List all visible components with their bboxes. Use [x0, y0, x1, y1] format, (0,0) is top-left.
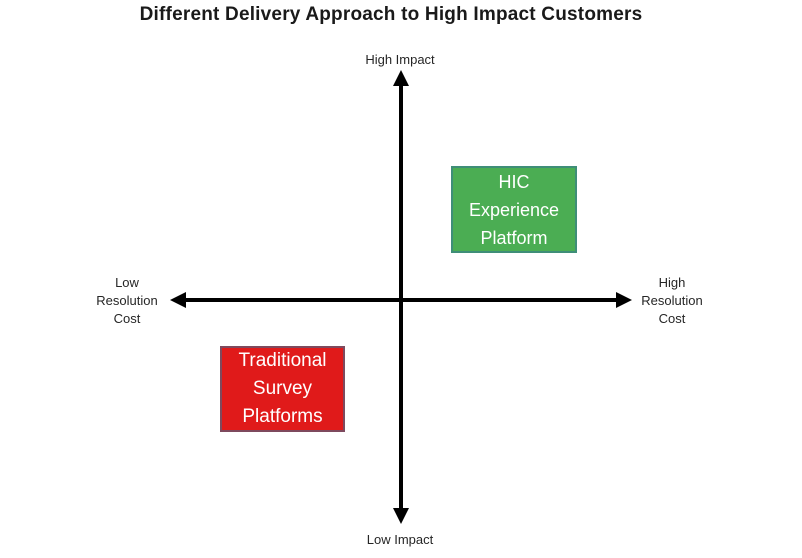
hic-experience-platform-label: HIC Experience Platform — [468, 171, 560, 248]
arrowhead-left-icon — [170, 292, 186, 308]
arrowhead-right-icon — [616, 292, 632, 308]
traditional-survey-platforms-label: Traditional Survey Platforms — [238, 350, 327, 427]
hic-experience-platform-box: HIC Experience Platform — [451, 166, 577, 253]
arrowhead-down-icon — [393, 508, 409, 524]
axis-label-low-impact: Low Impact — [366, 532, 434, 547]
axis-label-high-impact: High Impact — [365, 52, 435, 67]
diagram-title: Different Delivery Approach to High Impa… — [139, 4, 643, 25]
axis-label-low-resolution-cost: Low Resolution Cost — [96, 275, 158, 326]
arrowhead-up-icon — [393, 70, 409, 86]
axis-label-high-resolution-cost: High Resolution Cost — [641, 275, 703, 326]
traditional-survey-platforms-box: Traditional Survey Platforms — [220, 346, 345, 432]
